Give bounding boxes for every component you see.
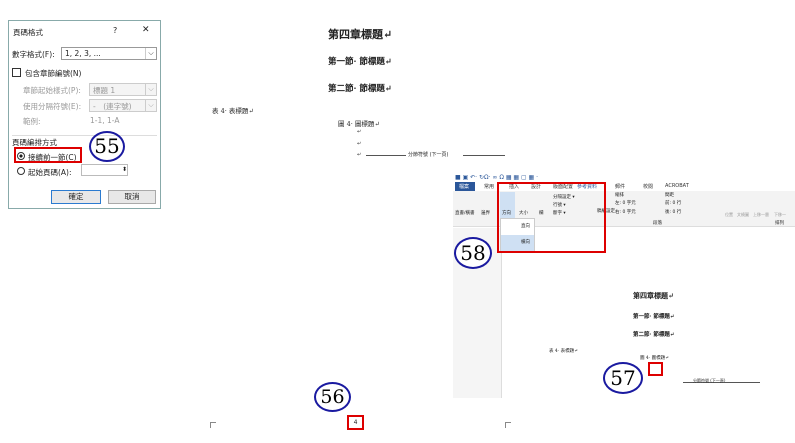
number-format-label: 數字格式(F): bbox=[12, 50, 55, 59]
figure-caption: 圖 4· 圖標題↵ bbox=[338, 120, 380, 128]
line-numbers-button[interactable]: 行號 ▾ bbox=[553, 203, 566, 208]
figure-caption: 圖 4· 圖標題↵ bbox=[640, 356, 669, 361]
paragraph-mark: ↵ bbox=[357, 152, 362, 158]
section-heading-1: 第一節· 節標題↵ bbox=[328, 57, 393, 67]
ok-button[interactable]: 確定 bbox=[51, 190, 101, 204]
page-number-format-dialog: 頁碼格式 ? ✕ 數字格式(F): 1, 2, 3, ... ⌵ 包含章節編號(N… bbox=[8, 20, 161, 209]
highlight-box bbox=[14, 147, 82, 163]
highlight-box bbox=[497, 182, 606, 253]
paragraph-mark: ↵ bbox=[357, 129, 362, 135]
continue-label: 接續前一節(C) bbox=[28, 153, 77, 162]
start-at-radio[interactable] bbox=[17, 167, 25, 175]
number-format-select[interactable]: 1, 2, 3, ... ⌵ bbox=[61, 47, 157, 60]
indent-left[interactable]: 左: 0 字元 bbox=[615, 201, 636, 206]
breaks-button[interactable]: 分隔設定 ▾ bbox=[553, 195, 575, 200]
table-caption: 表 4· 表標題↵ bbox=[212, 107, 254, 115]
separator-label: 使用分隔符號(E): bbox=[23, 102, 82, 111]
separator-select[interactable]: - (連字號) ⌵ bbox=[89, 99, 157, 112]
chevron-down-icon: ⌵ bbox=[145, 100, 156, 111]
section-heading-1: 第一節· 節標題↵ bbox=[633, 314, 675, 320]
section-break: 分節符號 (下一頁) bbox=[408, 152, 449, 158]
tab-mailings[interactable]: 校閱 bbox=[643, 184, 654, 190]
start-at-label: 起始頁碼(A): bbox=[28, 168, 72, 177]
chapter-heading: 第四章標題↵ bbox=[328, 28, 393, 41]
include-chapter-label: 包含章節編號(N) bbox=[25, 69, 82, 78]
tab-file[interactable]: 檔案 bbox=[459, 184, 470, 190]
highlight-box bbox=[648, 362, 663, 376]
size-button[interactable]: 大小 bbox=[519, 211, 528, 216]
indent-right[interactable]: 右: 0 字元 bbox=[615, 210, 636, 215]
continue-radio[interactable] bbox=[17, 152, 25, 160]
dialog-title: 頁碼格式 bbox=[13, 28, 43, 37]
annotation-57: 57 bbox=[603, 362, 643, 394]
numbering-group-label: 頁碼編排方式 bbox=[12, 138, 57, 147]
annotation-56: 56 bbox=[314, 382, 351, 412]
orientation-button[interactable] bbox=[500, 192, 515, 222]
position-button[interactable]: 位置 bbox=[725, 212, 733, 217]
include-chapter-checkbox[interactable] bbox=[12, 68, 21, 77]
tab-review[interactable]: ACROBAT bbox=[665, 183, 689, 189]
corner-mark bbox=[505, 422, 511, 428]
cancel-button[interactable]: 取消 bbox=[108, 190, 156, 204]
send-backward-button[interactable]: 下移一 bbox=[774, 212, 786, 217]
chevron-down-icon: ⌵ bbox=[145, 84, 156, 95]
quick-access-toolbar[interactable]: ■ ▣ ↶· ↻Ω· ∞ Ω ▦ ▦ ▢ ▦ · bbox=[455, 174, 539, 181]
number-format-value: 1, 2, 3, ... bbox=[65, 49, 101, 58]
orientation-portrait[interactable]: 直向 bbox=[521, 224, 530, 229]
chapter-style-select[interactable]: 標題 1 ⌵ bbox=[89, 83, 157, 96]
paragraph-mark: ↵ bbox=[357, 141, 362, 147]
start-at-spinner[interactable]: ⬍ bbox=[81, 164, 128, 176]
orientation-label: 方向 bbox=[502, 211, 511, 216]
spacing-label: 間距 bbox=[665, 193, 674, 198]
example-label: 範例: bbox=[23, 117, 41, 126]
tab-design[interactable]: 版面配置 bbox=[553, 184, 574, 190]
section-heading-2: 第二節· 節標題↵ bbox=[328, 84, 393, 94]
corner-mark bbox=[210, 422, 216, 428]
section-heading-2: 第二節· 節標題↵ bbox=[633, 332, 675, 338]
table-caption: 表 4· 表標題↵ bbox=[549, 349, 578, 354]
wrap-button[interactable]: 文繞圖 bbox=[737, 212, 749, 217]
hyphenation-button[interactable]: 斷字 ▾ bbox=[553, 211, 566, 216]
chevron-down-icon: ⌵ bbox=[145, 48, 156, 59]
spacing-after[interactable]: 後: 0 行 bbox=[665, 210, 682, 215]
orientation-landscape[interactable]: 橫向 bbox=[501, 235, 534, 251]
columns-button[interactable]: 欄 bbox=[539, 211, 544, 216]
help-button[interactable]: ? bbox=[113, 26, 118, 35]
annotation-55: 55 bbox=[89, 131, 125, 162]
arrange-group-label: 排列 bbox=[775, 221, 784, 226]
bring-forward-button[interactable]: 上移一層 bbox=[753, 212, 769, 217]
spacing-before[interactable]: 前: 0 行 bbox=[665, 201, 682, 206]
page-number: 4 bbox=[347, 415, 364, 430]
text-direction-button[interactable]: 直書/橫書 bbox=[455, 211, 475, 216]
tab-home[interactable]: 常用 bbox=[484, 184, 495, 190]
annotation-58: 58 bbox=[454, 237, 492, 269]
tab-draw[interactable]: 插入 bbox=[509, 184, 520, 190]
chapter-style-label: 章節起始樣式(P): bbox=[23, 86, 81, 95]
chapter-style-value: 標題 1 bbox=[93, 86, 116, 95]
example-value: 1-1, 1-A bbox=[90, 116, 120, 125]
tab-references[interactable]: 郵件 bbox=[615, 184, 626, 190]
word-window: ■ ▣ ↶· ↻Ω· ∞ Ω ▦ ▦ ▢ ▦ · 檔案 常用 插入 設計 版面配… bbox=[453, 172, 795, 398]
margins-button[interactable]: 邊界 bbox=[481, 211, 490, 216]
close-icon[interactable]: ✕ bbox=[142, 25, 150, 35]
section-break: 分節符號 (下一頁) bbox=[693, 378, 726, 383]
separator-value: - (連字號) bbox=[93, 102, 132, 111]
chapter-heading: 第四章標題↵ bbox=[633, 291, 674, 300]
tab-layout[interactable]: 參考資料 bbox=[577, 184, 598, 190]
paragraph-group-label: 段落 bbox=[653, 221, 662, 226]
indent-label: 縮排 bbox=[615, 193, 624, 198]
tab-insert[interactable]: 設計 bbox=[531, 184, 542, 190]
manuscript-button[interactable]: 稿紙設定 bbox=[597, 209, 615, 214]
